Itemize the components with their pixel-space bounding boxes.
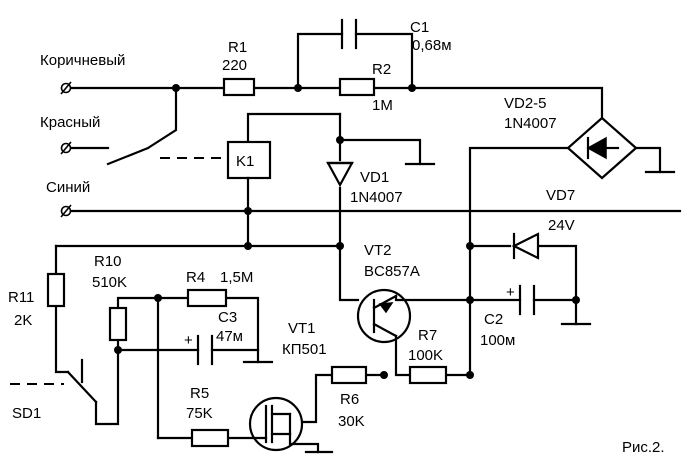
label-vd7-value: 24V xyxy=(548,217,575,234)
label-vd1-value: 1N4007 xyxy=(350,189,403,206)
resistor-r4 xyxy=(186,288,228,308)
label-c1-value: 0,68м xyxy=(412,37,452,54)
label-vt2-ref: VT2 xyxy=(364,242,392,259)
capacitor-c2 xyxy=(518,284,536,316)
wire-vt2-base xyxy=(338,244,360,302)
capacitor-c1 xyxy=(340,18,358,50)
label-c3-ref: C3 xyxy=(218,309,237,326)
relay-k1 xyxy=(226,140,272,180)
junction xyxy=(408,84,416,92)
junction xyxy=(336,136,344,144)
switch-blade xyxy=(106,86,178,166)
label-r2-ref: R2 xyxy=(372,61,391,78)
resistor-r11 xyxy=(46,272,66,308)
junction xyxy=(466,242,474,250)
wire-k1-top xyxy=(246,112,342,144)
label-brown: Коричневый xyxy=(40,52,125,69)
label-r6-ref: R6 xyxy=(340,391,359,408)
label-r4-value: 1,5M xyxy=(220,269,253,286)
resistor-r1 xyxy=(222,77,256,97)
wire-r11 xyxy=(54,244,70,374)
diode-vd1 xyxy=(326,161,354,188)
label-c3-value: 47м xyxy=(216,328,243,345)
zener-vd7 xyxy=(511,232,540,260)
label-red: Красный xyxy=(40,114,100,131)
junction xyxy=(294,84,302,92)
junction xyxy=(466,371,474,379)
junction xyxy=(572,296,580,304)
label-r7-value: 100K xyxy=(408,347,443,364)
label-c2-ref: C2 xyxy=(484,311,503,328)
label-c2-value: 100м xyxy=(480,332,515,349)
label-vt1-value: КП501 xyxy=(282,341,327,358)
bridge-vd2-5 xyxy=(566,116,638,180)
label-vd25-value: 1N4007 xyxy=(504,115,557,132)
label-r1-value: 220 xyxy=(222,57,247,74)
figure-caption: Рис.2. xyxy=(622,439,665,456)
wire-r4 xyxy=(156,296,260,364)
label-r5-ref: R5 xyxy=(190,385,209,402)
resistor-r6 xyxy=(330,365,368,385)
label-r11-value: 2K xyxy=(14,312,32,329)
capacitor-c3 xyxy=(196,334,214,366)
transistor-vt2 xyxy=(356,288,412,344)
resistor-r10 xyxy=(108,306,128,342)
wire-vd7 xyxy=(468,244,578,302)
label-r11-ref: R11 xyxy=(8,289,34,306)
wire-bridge-ground xyxy=(634,146,662,174)
label-vt1-ref: VT1 xyxy=(288,320,316,337)
label-r10-value: 510K xyxy=(92,274,127,291)
transistor-vt1 xyxy=(248,396,304,452)
resistor-r2 xyxy=(338,77,376,97)
label-r5-value: 75K xyxy=(186,405,213,422)
label-r2-value: 1M xyxy=(372,97,393,114)
label-c3-plus: + xyxy=(184,332,193,349)
label-c2-plus: + xyxy=(506,284,515,301)
wire-r6 xyxy=(294,373,386,424)
wire-vt1-source xyxy=(288,432,320,454)
terminal-brown xyxy=(60,81,72,95)
label-vd7-ref: VD7 xyxy=(546,187,575,204)
resistor-r5 xyxy=(190,428,230,448)
switch-sd1 xyxy=(10,358,98,404)
label-r7-ref: R7 xyxy=(418,327,437,344)
label-vd1-ref: VD1 xyxy=(360,169,389,186)
label-r1-ref: R1 xyxy=(228,39,247,56)
label-vd25-ref: VD2-5 xyxy=(504,95,547,112)
junction xyxy=(244,242,252,250)
label-r6-value: 30K xyxy=(338,413,365,430)
wire-r10 xyxy=(116,296,160,352)
label-c1-ref: C1 xyxy=(410,19,429,36)
label-r10-ref: R10 xyxy=(94,253,122,270)
label-r4-ref: R4 xyxy=(186,269,205,286)
resistor-r7 xyxy=(408,365,448,385)
label-blue: Синий xyxy=(46,179,90,196)
label-vt2-value: BC857A xyxy=(364,263,420,280)
wire-sd1 xyxy=(94,348,120,426)
wire-vt2-emitter xyxy=(394,294,472,302)
label-k1: K1 xyxy=(236,153,254,170)
terminal-red xyxy=(60,141,72,155)
label-sd1: SD1 xyxy=(12,405,41,422)
wire-vd1-ground xyxy=(338,138,422,166)
junction xyxy=(244,207,252,215)
wire-c1 xyxy=(296,32,414,90)
terminal-blue xyxy=(60,204,72,218)
